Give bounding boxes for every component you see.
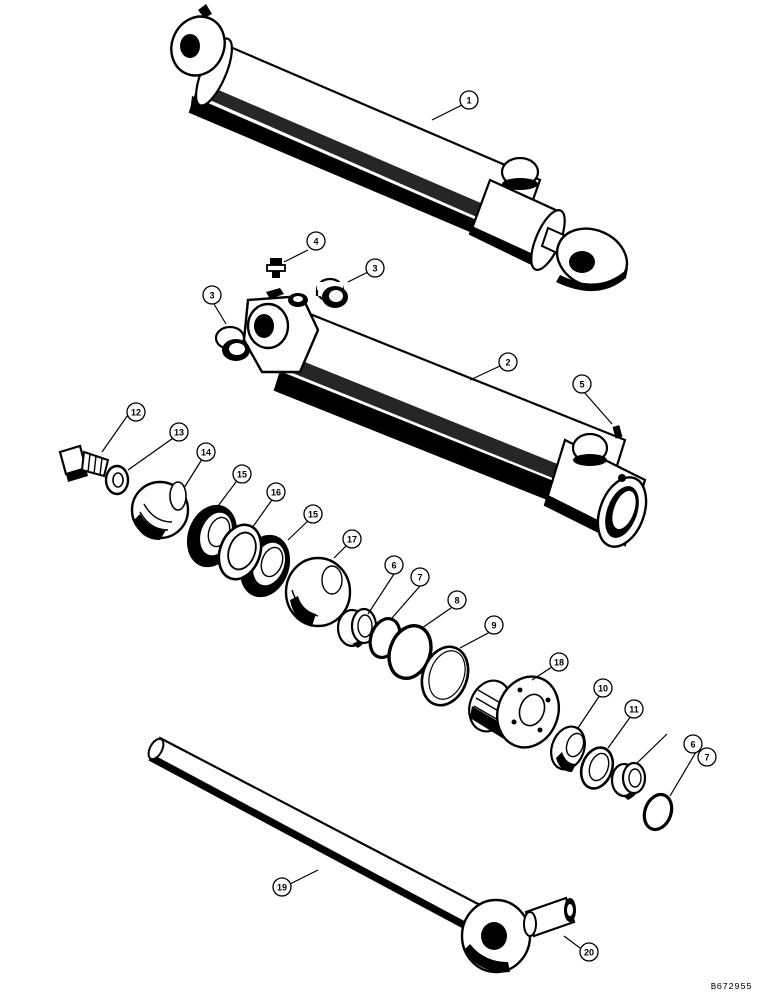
leader-lines: [101, 104, 697, 949]
callout-number: 3: [372, 264, 377, 274]
callout-circle: [384, 555, 404, 575]
callout-circle: [459, 90, 479, 110]
callout-3b: 3: [202, 285, 222, 305]
callout-circle: [624, 699, 644, 719]
callout-circle: [484, 615, 504, 635]
grease-fitting: [266, 258, 286, 278]
cylinder-tube: [242, 288, 648, 548]
callout-8: 8: [447, 590, 467, 610]
callout-circle: [498, 352, 518, 372]
callout-number: 10: [598, 684, 608, 694]
callout-number: 16: [271, 488, 281, 498]
callout-7b: 7: [697, 747, 717, 767]
callout-number: 12: [131, 408, 141, 418]
callout-15a: 15: [232, 464, 252, 484]
callout-number: 17: [347, 535, 357, 545]
bushing-left: [214, 325, 250, 361]
callout-circle: [683, 734, 703, 754]
bushing-top: [315, 277, 348, 308]
callout-circle: [579, 942, 599, 962]
callout-20: 20: [579, 942, 599, 962]
backup-ring: [420, 645, 470, 707]
callout-circle: [365, 258, 385, 278]
callout-circle: [697, 747, 717, 767]
bolt: [58, 444, 110, 482]
callout-circle: [266, 482, 286, 502]
callout-number: 13: [174, 428, 184, 438]
callout-number: 7: [704, 753, 709, 763]
callout-number: 19: [277, 883, 287, 893]
callout-number: 2: [505, 358, 510, 368]
piston-cap: [130, 480, 190, 540]
callout-number: 20: [584, 948, 594, 958]
callout-circle: [342, 529, 362, 549]
callout-circle: [593, 678, 613, 698]
callout-1: 1: [459, 90, 479, 110]
callout-12: 12: [126, 402, 146, 422]
callout-9: 9: [484, 615, 504, 635]
callout-circle: [549, 652, 569, 672]
callout-circle: [169, 422, 189, 442]
assembled-cylinder: [170, 4, 629, 292]
callout-number: 4: [313, 237, 318, 247]
callout-11: 11: [624, 699, 644, 719]
piston-ring: [217, 523, 263, 581]
piston-rod: [147, 736, 532, 974]
callout-circle: [447, 590, 467, 610]
o-ring-lower: [642, 792, 674, 832]
figure-code: B672955: [710, 982, 752, 992]
callout-circle: [572, 374, 592, 394]
callout-circle: [306, 231, 326, 251]
callout-5: 5: [572, 374, 592, 394]
spacer-ring-upper: [336, 607, 378, 648]
callout-number: 11: [629, 705, 639, 715]
callout-17: 17: [342, 529, 362, 549]
washer-ring: [579, 746, 615, 790]
callout-16: 16: [266, 482, 286, 502]
callout-number: 15: [308, 510, 318, 520]
rod-bushing: [523, 896, 576, 938]
callout-number: 6: [690, 740, 695, 750]
callout-number: 14: [201, 448, 211, 458]
callout-circle: [303, 504, 323, 524]
callout-number: 3: [209, 291, 214, 301]
bearing-ring: [550, 725, 586, 772]
piston: [284, 556, 352, 628]
callout-circle: [410, 567, 430, 587]
set-screw: [612, 425, 623, 439]
callout-circle: [196, 442, 216, 462]
callout-number: 15: [237, 470, 247, 480]
washer: [104, 464, 130, 496]
callout-circle: [126, 402, 146, 422]
callout-18: 18: [549, 652, 569, 672]
callout-3a: 3: [365, 258, 385, 278]
callout-number: 5: [579, 380, 584, 390]
callout-number: 8: [454, 596, 459, 606]
callout-7a: 7: [410, 567, 430, 587]
callout-circle: [272, 877, 292, 897]
callout-19: 19: [272, 877, 292, 897]
callout-14: 14: [196, 442, 216, 462]
callout-circle: [202, 285, 222, 305]
callout-4: 4: [306, 231, 326, 251]
callout-number: 1: [466, 96, 471, 106]
callout-15b: 15: [303, 504, 323, 524]
callout-number: 7: [417, 573, 422, 583]
spacer-ring-lower: [610, 761, 647, 800]
callout-6a: 6: [384, 555, 404, 575]
callout-number: 9: [491, 621, 496, 631]
callout-6b: 6: [683, 734, 703, 754]
callout-circle: [232, 464, 252, 484]
gland: [468, 675, 560, 749]
callout-2: 2: [498, 352, 518, 372]
callout-number: 18: [554, 658, 564, 668]
callout-10: 10: [593, 678, 613, 698]
callout-13: 13: [169, 422, 189, 442]
callout-number: 6: [391, 561, 396, 571]
